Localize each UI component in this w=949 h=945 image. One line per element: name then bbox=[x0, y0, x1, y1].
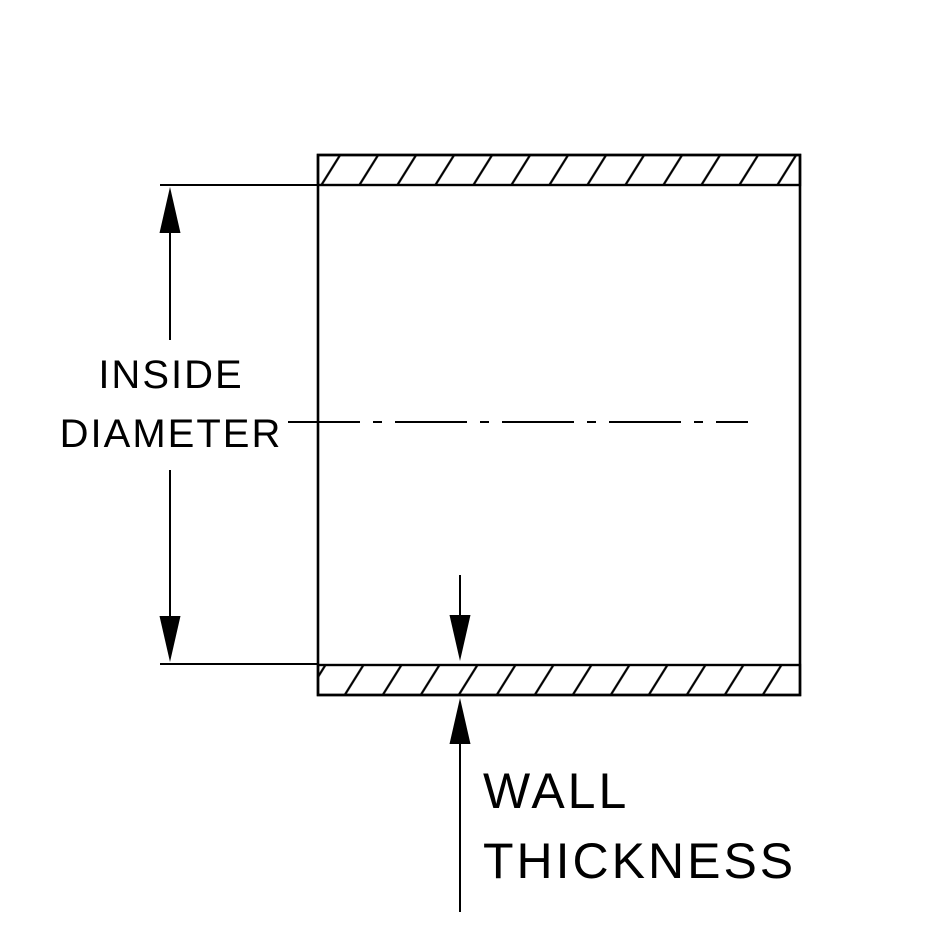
wall-thickness-label-line1: WALL bbox=[483, 763, 630, 819]
arrow-down-icon bbox=[159, 616, 181, 662]
wall-thickness-label: WALL THICKNESS bbox=[483, 756, 796, 896]
inside-diameter-label: INSIDE DIAMETER bbox=[60, 346, 283, 464]
arrow-up-icon bbox=[159, 187, 181, 233]
arrow-down-icon bbox=[449, 615, 471, 661]
inside-diameter-label-line2: DIAMETER bbox=[59, 412, 283, 456]
wall-thickness-label-line2: THICKNESS bbox=[483, 833, 797, 889]
inside-diameter-label-line1: INSIDE bbox=[98, 353, 244, 397]
top-wall-hatch bbox=[316, 153, 802, 187]
arrow-up-icon bbox=[449, 698, 471, 744]
bottom-wall-hatch bbox=[316, 663, 802, 697]
hose-body-outline bbox=[316, 153, 802, 697]
